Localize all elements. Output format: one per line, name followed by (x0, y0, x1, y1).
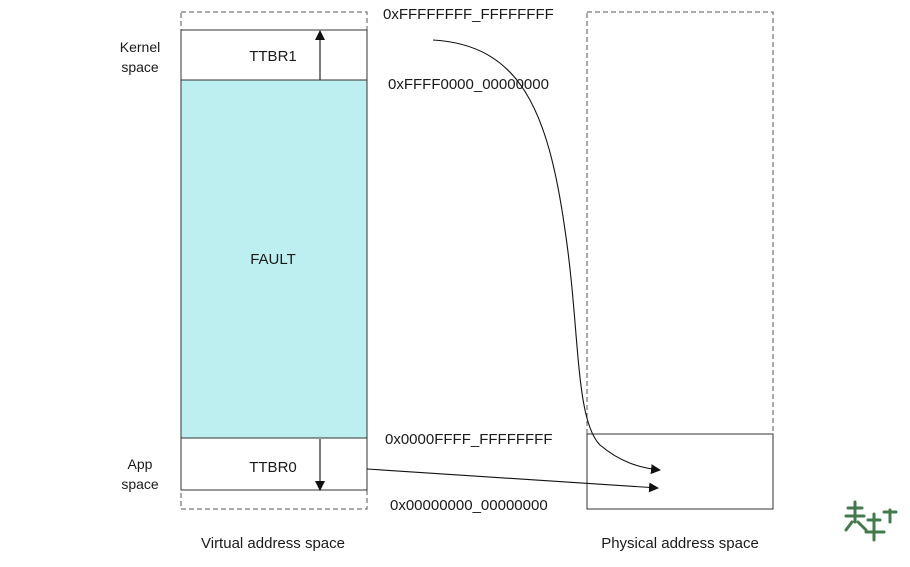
fault-label: FAULT (250, 251, 296, 268)
watermark-logo: 梦涵 (844, 500, 898, 542)
address-user-top: 0x0000FFFF_FFFFFFFF (385, 431, 553, 448)
virtual-address-space: TTBR1 FAULT TTBR0 Kernel space App space… (120, 11, 368, 552)
app-space-label-line2: space (121, 476, 159, 492)
physical-space-caption: Physical address space (601, 535, 759, 552)
address-bottom: 0x00000000_00000000 (390, 497, 548, 514)
kernel-space-label-line2: space (121, 59, 159, 75)
kernel-space-label-line1: Kernel (120, 39, 160, 55)
ttbr1-label: TTBR1 (249, 48, 297, 65)
app-mapping-arrow (366, 468, 659, 493)
ttbr0-region (180, 437, 368, 491)
logo-seal-icon (844, 500, 898, 542)
kernel-mapping-arrow (432, 39, 661, 475)
mapping-arrows (366, 39, 661, 493)
virtual-space-caption: Virtual address space (201, 535, 345, 552)
fault-region (180, 79, 368, 439)
address-labels: 0xFFFFFFFF_FFFFFFFF 0xFFFF0000_00000000 … (383, 6, 554, 514)
address-kernel-base: 0xFFFF0000_00000000 (388, 76, 549, 93)
physical-address-space: Physical address space (586, 11, 774, 552)
physical-mapped-region (586, 433, 774, 510)
app-space-label-line1: App (128, 456, 153, 472)
ttbr0-label: TTBR0 (249, 459, 297, 476)
address-top: 0xFFFFFFFF_FFFFFFFF (383, 6, 554, 23)
